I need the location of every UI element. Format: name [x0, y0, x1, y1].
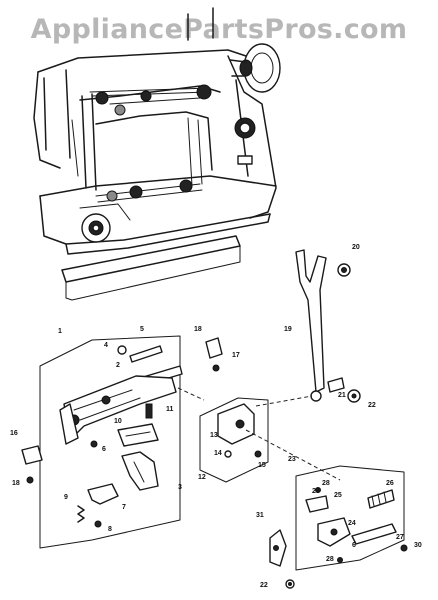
callout-part-24: 24 [348, 520, 356, 527]
callout-part-25: 25 [334, 492, 342, 499]
watermark: AppliancePartsPros.com [30, 14, 408, 45]
callout-part-28b: 28 [326, 556, 334, 563]
callout-part-20: 20 [352, 244, 360, 251]
callout-part-4: 4 [104, 342, 108, 349]
callout-part-12: 12 [198, 474, 206, 481]
callout-part-21: 21 [338, 392, 346, 399]
zigzag-mechanism-parts [59, 345, 183, 528]
collar-18-17 [205, 337, 223, 372]
callout-part-8: 8 [108, 526, 112, 533]
callout-part-19: 19 [284, 326, 292, 333]
callout-part-27: 27 [396, 534, 404, 541]
callout-part-5: 5 [140, 326, 144, 333]
callout-part-6b: 6 [352, 542, 356, 549]
callout-part-31: 31 [256, 512, 264, 519]
stud-16-18 [21, 445, 43, 484]
connection-line-1 [177, 387, 205, 401]
lever-19 [295, 249, 361, 403]
callout-part-7: 7 [122, 504, 126, 511]
callout-part-18a: 18 [12, 480, 20, 487]
callout-part-13: 13 [210, 432, 218, 439]
callout-part-22b: 22 [260, 582, 268, 589]
callout-part-29: 29 [312, 488, 320, 495]
callout-part-9: 9 [64, 494, 68, 501]
sewing-machine-illustration [33, 7, 281, 301]
assembly-1-outline [39, 335, 181, 549]
callout-part-18b: 18 [194, 326, 202, 333]
guide-block-assembly [199, 397, 269, 483]
callout-part-2: 2 [116, 362, 120, 369]
callout-part-17: 17 [232, 352, 240, 359]
callout-part-11: 11 [166, 406, 174, 413]
callout-part-26: 26 [386, 480, 394, 487]
connection-line-2 [255, 395, 313, 407]
callout-part-14: 14 [214, 450, 222, 457]
connection-line-3 [245, 429, 341, 481]
callout-part-6a: 6 [102, 446, 106, 453]
callout-part-28a: 28 [322, 480, 330, 487]
callout-part-10: 10 [114, 418, 122, 425]
callout-part-3: 3 [178, 484, 182, 491]
callout-part-22a: 22 [368, 402, 376, 409]
callout-part-15: 15 [258, 462, 266, 469]
callout-part-30: 30 [414, 542, 422, 549]
assembly-23 [269, 465, 408, 589]
callout-part-23: 23 [288, 456, 296, 463]
callout-part-16: 16 [10, 430, 18, 437]
callout-part-1: 1 [58, 328, 62, 335]
